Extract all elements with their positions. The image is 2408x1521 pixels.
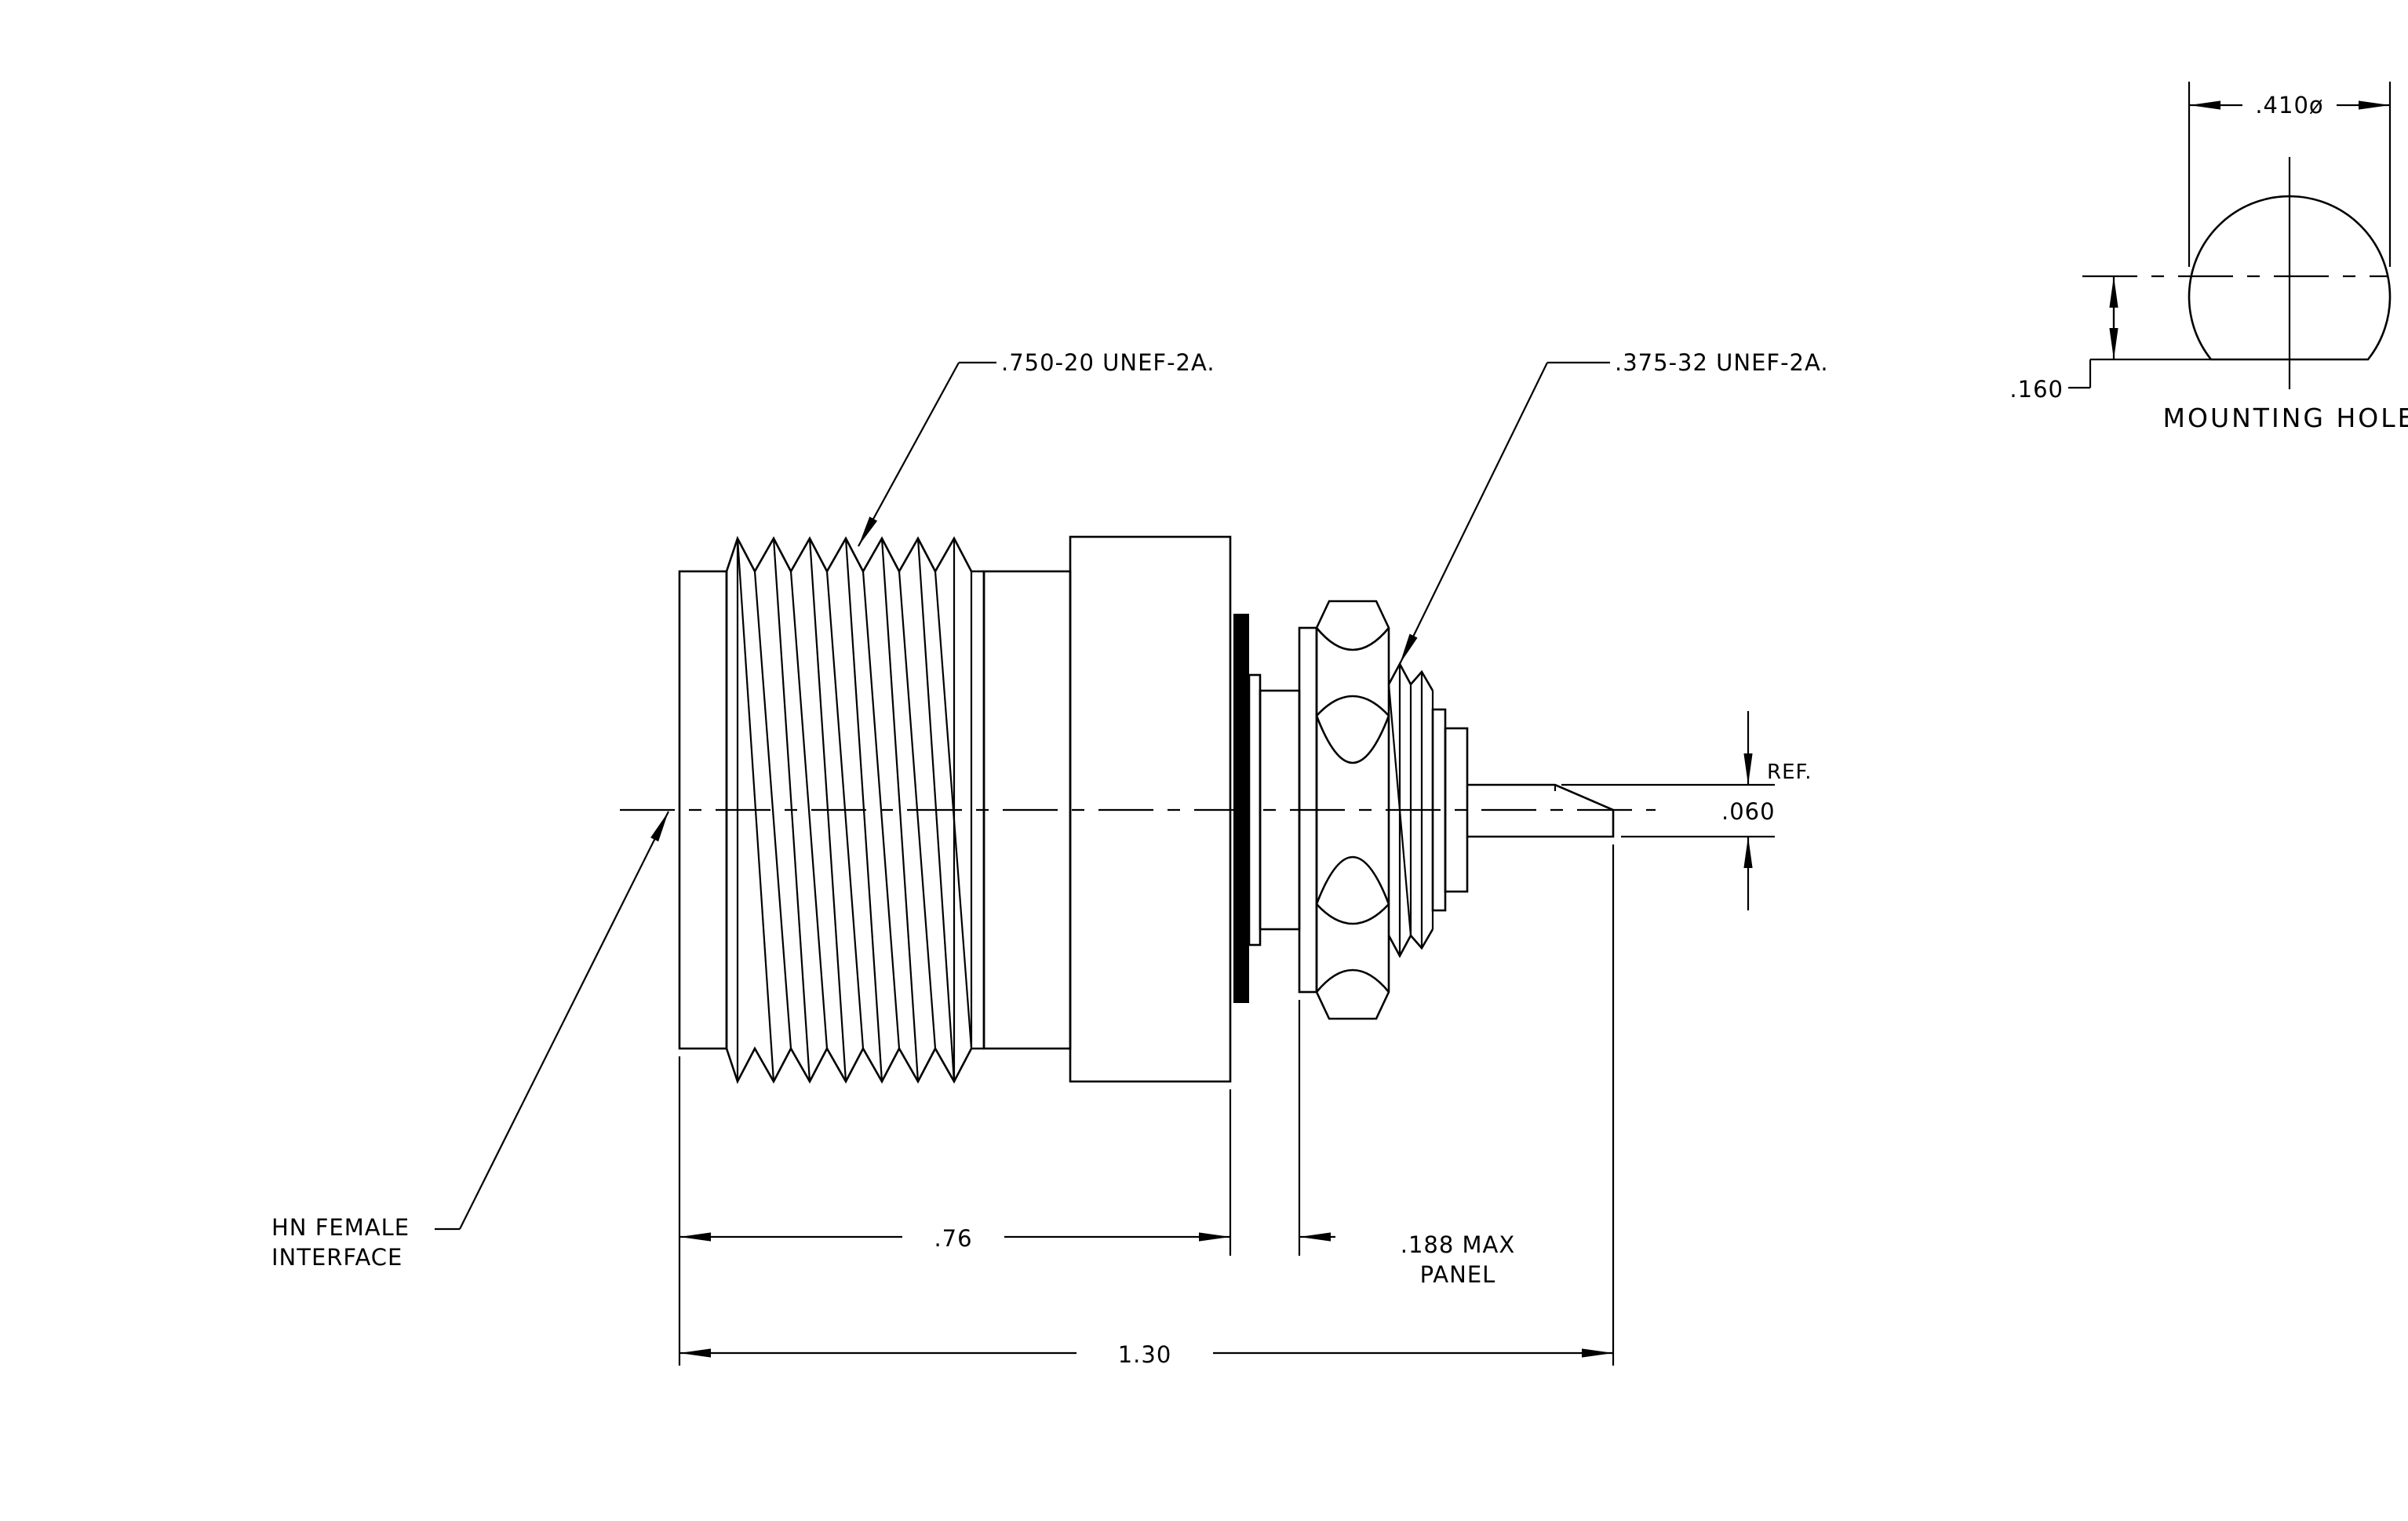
- rear-step-2: [1444, 727, 1469, 893]
- leader-thread-rear: [1399, 361, 1610, 665]
- leader-thread-main: [858, 361, 996, 547]
- label-interface-1: HN FEMALE: [271, 1214, 410, 1241]
- label-hole-flat: .160: [2009, 376, 2064, 403]
- label-dim-panel-1: .188 MAX: [1401, 1231, 1516, 1258]
- label-interface-2: INTERFACE: [271, 1244, 403, 1271]
- washer: [1248, 673, 1262, 947]
- hex-nut: [1315, 600, 1390, 1020]
- label-thread-main: .750-20 UNEF-2A.: [1001, 349, 1215, 376]
- connector-body: [678, 535, 1615, 1085]
- label-thread-rear: .375-32 UNEF-2A.: [1615, 349, 1829, 376]
- mounting-hole: [2068, 82, 2392, 389]
- label-dim-overall: 1.30: [1118, 1341, 1172, 1368]
- label-dim-pin-ref: REF.: [1767, 760, 1812, 784]
- label-dim-front: .76: [934, 1225, 972, 1252]
- gasket: [1233, 614, 1249, 1003]
- label-hole-diameter: .410ø: [2255, 92, 2323, 119]
- dim-pin: [1561, 711, 1775, 910]
- leader-interface: [435, 811, 669, 1231]
- label-dim-pin: .060: [1721, 798, 1776, 825]
- label-dim-panel-2: PANEL: [1420, 1261, 1496, 1288]
- label-hole-title: MOUNTING HOLE: [2163, 403, 2408, 433]
